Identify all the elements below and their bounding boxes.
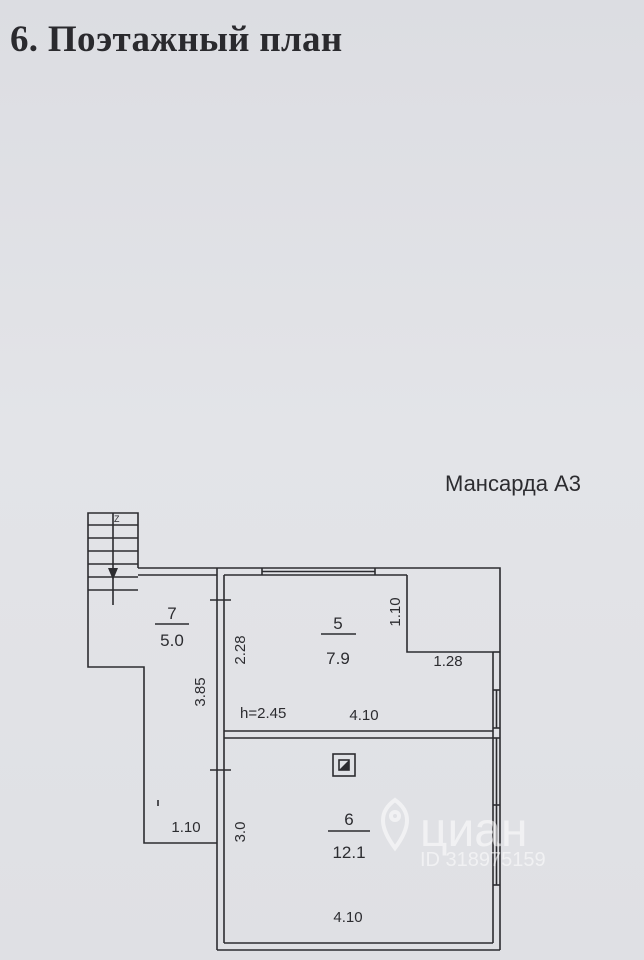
staircase: Z	[87, 512, 139, 605]
room-7-number: 7	[167, 604, 176, 623]
room-6-number: 6	[344, 810, 353, 829]
chimney-icon	[332, 753, 356, 777]
room-5-number: 5	[333, 614, 342, 633]
watermark: циан ID 318975159	[381, 797, 546, 871]
page-title: 6. Поэтажный план	[10, 19, 343, 60]
corridor-depth-label: 3.85	[192, 677, 209, 706]
room-7-area: 5.0	[160, 631, 184, 650]
corridor-width-label: 1.10	[171, 819, 200, 836]
watermark-id: ID 318975159	[420, 849, 546, 871]
walls: Z	[87, 512, 501, 951]
room-6-depth-label: 3.0	[232, 822, 249, 843]
niche-depth-label: 1.10	[387, 597, 404, 626]
room-5-depth-label: 2.28	[232, 635, 249, 664]
floor-label: Мансарда А3	[445, 471, 581, 496]
room-5-width-label: 4.10	[349, 707, 378, 724]
room-6-area: 12.1	[332, 843, 365, 862]
ceiling-height-label: h=2.45	[240, 705, 286, 722]
room-6-width-label: 4.10	[333, 909, 362, 926]
svg-text:Z: Z	[114, 514, 120, 524]
watermark-brand: циан	[420, 804, 528, 857]
map-pin-icon	[381, 797, 409, 852]
niche-width-label: 1.28	[433, 653, 462, 670]
room-5-area: 7.9	[326, 649, 350, 668]
